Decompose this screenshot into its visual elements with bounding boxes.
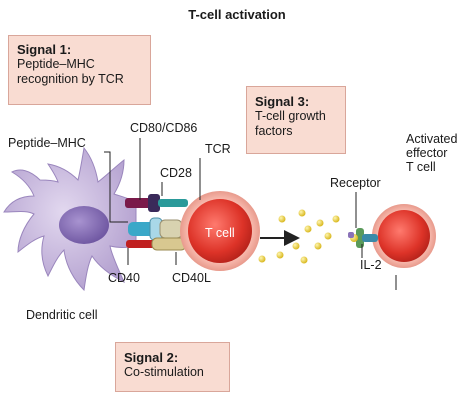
growth-factors	[258, 209, 340, 264]
signal-3-box: Signal 3: T-cell growth factors	[246, 86, 346, 154]
label-activated-effector: Activated effector T cell	[406, 132, 458, 174]
growth-factor-dot	[314, 242, 322, 250]
growth-factor-dot	[276, 251, 284, 259]
growth-factor-dot	[332, 215, 340, 223]
label-tcr: TCR	[205, 142, 231, 156]
t-cell	[180, 191, 260, 271]
growth-factor-dot	[292, 242, 300, 250]
signal-2-box: Signal 2: Co-stimulation	[115, 342, 230, 392]
dendritic-nucleus	[59, 206, 109, 244]
growth-factor-dot	[298, 209, 306, 217]
signal-2-description: Co-stimulation	[124, 365, 204, 379]
signal-3-description: T-cell growth factors	[255, 109, 326, 138]
label-il2: IL-2	[360, 258, 382, 272]
label-dendritic-cell: Dendritic cell	[26, 308, 98, 322]
signal-1-description: Peptide–MHC recognition by TCR	[17, 57, 124, 86]
signal-1-box: Signal 1: Peptide–MHC recognition by TCR	[8, 35, 151, 105]
growth-factor-dot	[304, 225, 312, 233]
label-cd80-cd86: CD80/CD86	[130, 121, 198, 135]
growth-factor-dot	[300, 256, 308, 264]
dendritic-cell	[3, 146, 137, 292]
cd80-cd86-cd28-pair	[125, 194, 188, 212]
leader-lines	[104, 138, 397, 290]
label-cd40: CD40	[108, 271, 140, 285]
label-cd28: CD28	[160, 166, 192, 180]
growth-factor-dot	[278, 215, 286, 223]
label-receptor: Receptor	[330, 176, 381, 190]
label-cd40l: CD40L	[172, 271, 211, 285]
label-peptide-mhc: Peptide–MHC	[8, 136, 86, 150]
signal-2-title: Signal 2:	[124, 350, 179, 365]
growth-factor-dot	[324, 232, 332, 240]
signal-1-title: Signal 1:	[17, 42, 72, 57]
signal-3-title: Signal 3:	[255, 94, 310, 109]
activated-effector-t-cell	[372, 204, 436, 268]
growth-factor-dot	[316, 219, 324, 227]
il2-receptor	[348, 228, 378, 248]
diagram-title: T-cell activation	[188, 7, 286, 22]
label-t-cell: T cell	[205, 226, 235, 240]
growth-factor-dot	[258, 255, 266, 263]
